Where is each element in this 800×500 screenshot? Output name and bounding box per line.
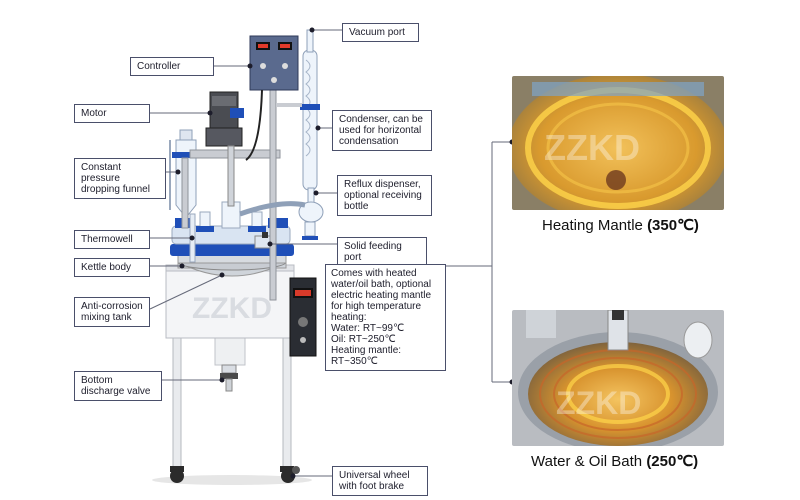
label-controller: Controller — [130, 57, 214, 76]
label-mixing-tank: Anti-corrosion mixing tank — [74, 297, 150, 327]
heating-mantle-photo: ZZKD — [512, 76, 724, 210]
label-discharge-valve: Bottom discharge valve — [74, 371, 162, 401]
water-oil-bath-caption: Water & Oil Bath (250℃) — [531, 452, 698, 470]
label-universal-wheel: Universal wheel with foot brake — [332, 466, 428, 496]
label-vacuum-port: Vacuum port — [342, 23, 419, 42]
oil-range: Oil: RT~250℃ — [331, 334, 396, 345]
bath-caption-name: Water & Oil Bath — [531, 453, 647, 470]
photo-watermark: ZZKD — [544, 127, 640, 168]
heating-note-text: Comes with heated water/oil bath, option… — [331, 268, 432, 323]
water-oil-bath-photo: ZZKD — [512, 310, 724, 446]
label-dropping-funnel: Constant pressure dropping funnel — [74, 158, 166, 199]
label-solid-feeding-port: Solid feeding port — [337, 237, 427, 267]
mantle-range: Heating mantle: RT~350℃ — [331, 345, 402, 367]
label-condenser: Condenser, can be used for horizontal co… — [332, 110, 432, 151]
bath-caption-temp: (250℃) — [646, 453, 699, 470]
water-range: Water: RT~99℃ — [331, 323, 405, 334]
label-thermowell: Thermowell — [74, 230, 150, 249]
mantle-caption-name: Heating Mantle — [542, 217, 648, 234]
label-reflux-dispenser: Reflux dispenser, optional receiving bot… — [337, 175, 432, 216]
label-motor: Motor — [74, 104, 150, 123]
label-kettle-body: Kettle body — [74, 258, 150, 277]
photo-watermark-2: ZZKD — [556, 385, 641, 421]
heating-mantle-caption: Heating Mantle (350℃) — [542, 216, 699, 234]
mantle-caption-temp: (350℃) — [647, 217, 699, 234]
heating-note-box: Comes with heated water/oil bath, option… — [325, 264, 446, 371]
watermark-text: ZZKD — [192, 292, 272, 325]
